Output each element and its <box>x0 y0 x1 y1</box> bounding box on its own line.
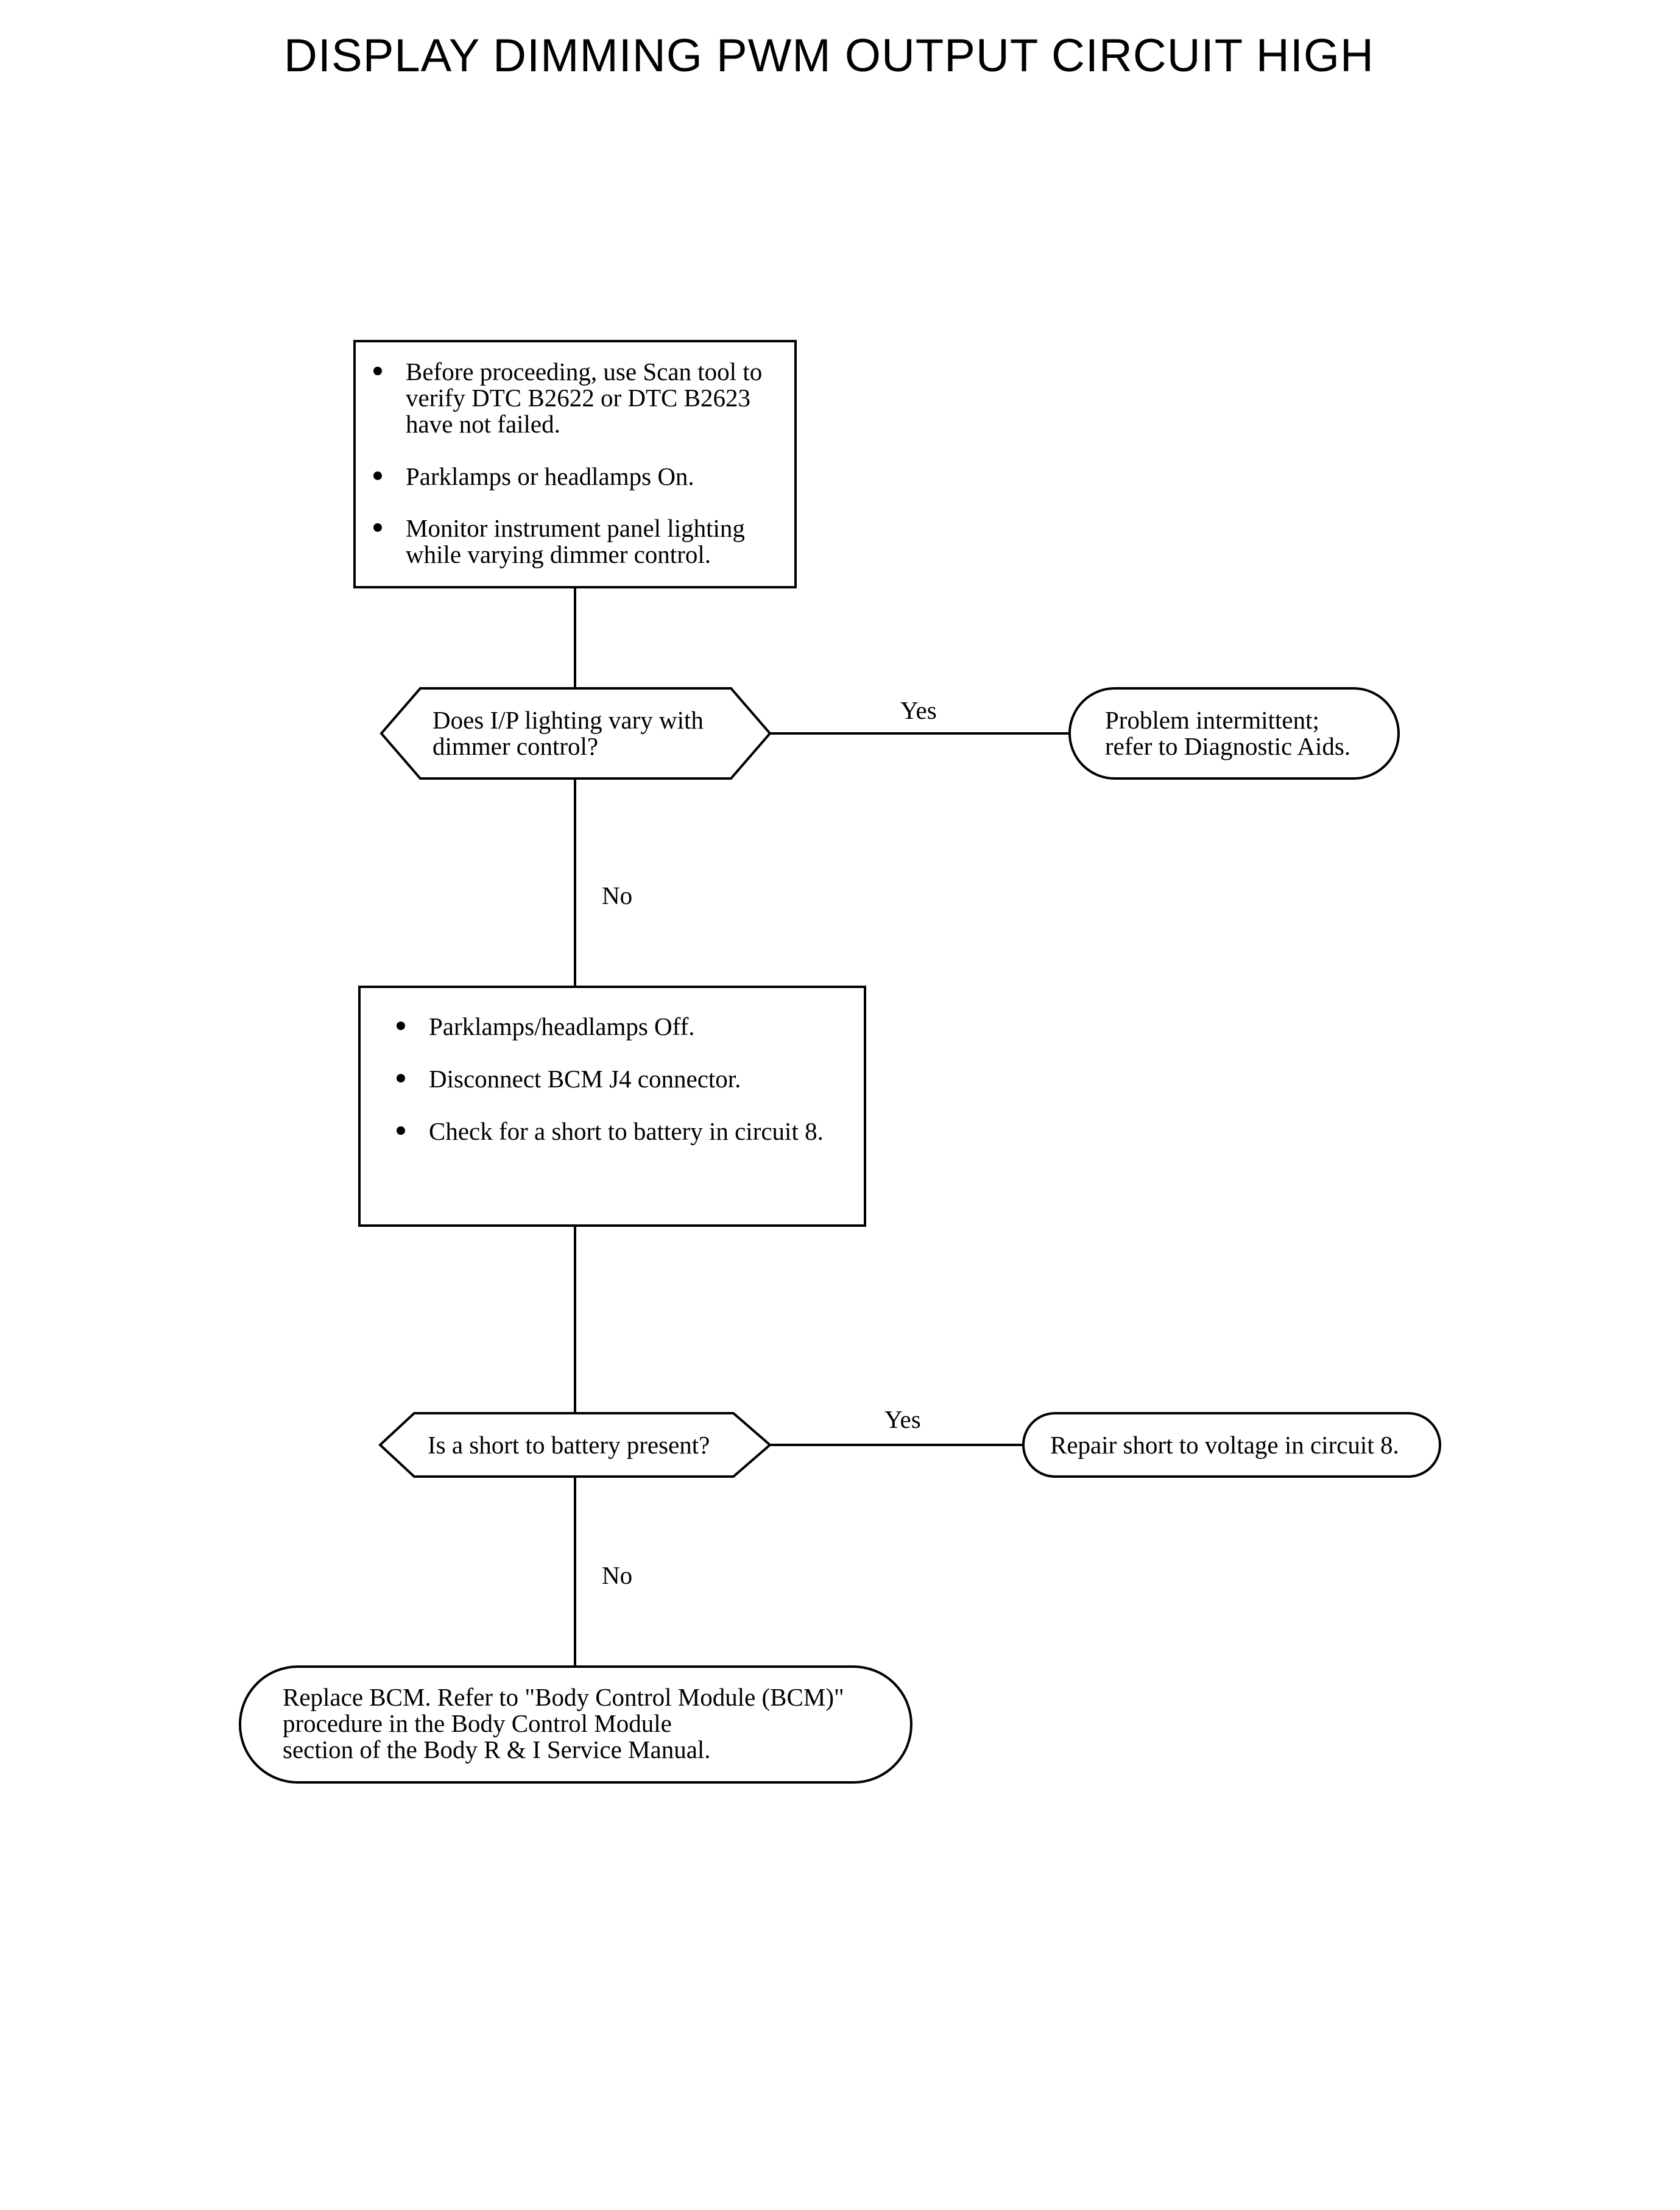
box1-bullet1-line2: verify DTC B2622 or DTC B2623 <box>406 384 750 412</box>
terminal3-line2: procedure in the Body Control Module <box>283 1709 672 1737</box>
decision-diamond-2 <box>378 1412 772 1478</box>
box1-bullet3-line2: while varying dimmer control. <box>406 540 711 568</box>
terminal-box-2 <box>1022 1412 1441 1478</box>
decision2-line1: Is a short to battery present? <box>428 1431 710 1459</box>
box2-bullet3-line1: Check for a short to battery in circuit … <box>429 1117 824 1145</box>
terminal3-line1: Replace BCM. Refer to "Body Control Modu… <box>283 1683 844 1711</box>
box1-bullet2-line1: Parklamps or headlamps On. <box>406 462 694 490</box>
decision2-yes-label: Yes <box>884 1405 921 1433</box>
terminal2-line1: Repair short to voltage in circuit 8. <box>1050 1431 1399 1459</box>
terminal-box-1 <box>1068 687 1400 780</box>
decision-diamond-1 <box>379 687 772 780</box>
decision1-line1: Does I/P lighting vary with <box>432 706 704 734</box>
decision1-no-label: No <box>602 881 632 909</box>
bullet-dot <box>397 1126 405 1135</box>
terminal1-line2: refer to Diagnostic Aids. <box>1105 732 1350 760</box>
bullet-dot <box>397 1022 405 1030</box>
decision2-no-label: No <box>602 1561 632 1589</box>
box2-bullet2-line1: Disconnect BCM J4 connector. <box>429 1065 741 1093</box>
bullet-dot <box>373 471 382 480</box>
bullet-dot <box>397 1074 405 1082</box>
decision1-yes-label: Yes <box>900 696 937 724</box>
bullet-dot <box>373 367 382 375</box>
box1-bullet1-line1: Before proceeding, use Scan tool to <box>406 358 762 386</box>
box1-bullet1-line3: have not failed. <box>406 410 560 438</box>
action-box-2 <box>358 986 866 1227</box>
terminal3-line3: section of the Body R & I Service Manual… <box>283 1735 711 1763</box>
page-title: DISPLAY DIMMING PWM OUTPUT CIRCUIT HIGH <box>284 30 1374 82</box>
bullet-dot <box>373 523 382 532</box>
decision1-line2: dimmer control? <box>432 732 598 760</box>
terminal-box-3 <box>239 1665 912 1784</box>
box1-bullet3-line1: Monitor instrument panel lighting <box>406 514 745 542</box>
action-box-1 <box>353 340 797 588</box>
terminal1-line1: Problem intermittent; <box>1105 706 1319 734</box>
box2-bullet1-line1: Parklamps/headlamps Off. <box>429 1012 695 1040</box>
